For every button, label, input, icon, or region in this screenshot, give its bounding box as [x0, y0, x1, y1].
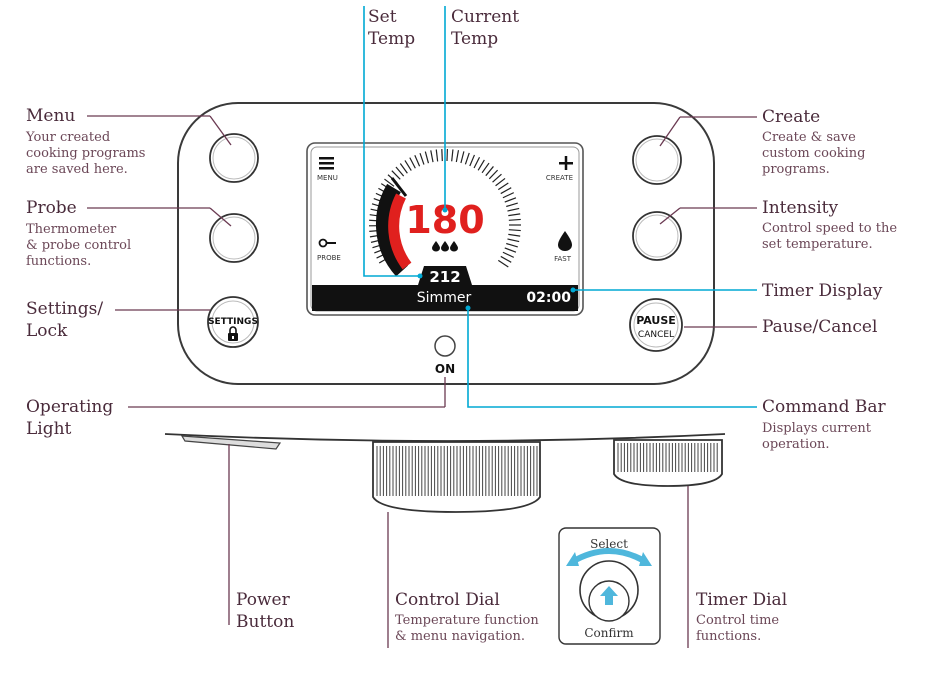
on-label: ON: [435, 362, 455, 376]
timer-dial[interactable]: [613, 439, 723, 487]
probe-button[interactable]: [209, 213, 259, 263]
menu-screen-label: MENU: [317, 174, 338, 182]
intensity-callout-title: Intensity: [762, 198, 839, 218]
rotate-arrow-icon: [570, 548, 648, 565]
pause-cancel-callout: Pause/Cancel: [762, 317, 878, 337]
set-temp-readout: 212: [429, 268, 460, 286]
intensity-callout-desc: Control speed to the set temperature.: [762, 221, 898, 252]
probe-screen-label: PROBE: [317, 254, 341, 262]
create-screen-label: CREATE: [546, 174, 573, 182]
command-bar: [312, 285, 578, 311]
press-arrow-icon: [600, 586, 618, 605]
lock-icon: [228, 326, 238, 341]
probe-callout-title: Probe: [26, 198, 77, 218]
menu-callout-title: Menu: [26, 106, 76, 126]
current-temp-callout: Current Temp: [451, 7, 520, 49]
create-button[interactable]: [632, 135, 682, 185]
heat-drops-icon: [432, 241, 458, 252]
operating-light: [434, 335, 456, 357]
fast-screen-label: FAST: [554, 255, 572, 263]
inset-confirm-label: Confirm: [584, 626, 634, 640]
timer-dial-callout-title: Timer Dial: [696, 590, 788, 610]
gauge-needle: [390, 177, 408, 197]
probe-icon: [318, 238, 336, 248]
timer-display: 02:00: [526, 290, 571, 306]
plus-icon: [559, 156, 573, 170]
timer-dial-callout-desc: Control time functions.: [696, 613, 780, 644]
set-temp-callout: Set Temp: [368, 7, 416, 49]
leader-lines: [87, 115, 757, 648]
intensity-button[interactable]: [632, 211, 682, 261]
flame-icon: [558, 231, 572, 251]
settings-button[interactable]: [207, 296, 259, 348]
probe-callout-desc: Thermometer & probe control functions.: [26, 222, 132, 269]
command-bar-callout-title: Command Bar: [762, 397, 886, 417]
accent-leader-lines: [363, 6, 757, 408]
settings-button-label: SETTINGS: [208, 317, 258, 327]
inset-select-label: Select: [590, 537, 628, 551]
command-bar-callout-desc: Displays current operation.: [762, 421, 872, 452]
set-temp-tab: [418, 266, 472, 285]
cancel-label: CANCEL: [638, 330, 674, 340]
mode-text: Simmer: [417, 290, 472, 306]
timer-display-callout: Timer Display: [762, 281, 883, 301]
power-button[interactable]: [180, 435, 282, 450]
control-dial-callout-title: Control Dial: [395, 590, 500, 610]
menu-icon: [319, 157, 334, 170]
pause-label: PAUSE: [636, 314, 676, 327]
menu-callout-desc: Your created cooking programs are saved …: [26, 130, 146, 177]
control-dial[interactable]: [372, 441, 541, 513]
create-callout-title: Create: [762, 107, 821, 127]
menu-button[interactable]: [209, 133, 259, 183]
pause-cancel-button[interactable]: [629, 298, 683, 352]
power-button-callout: Power Button: [236, 590, 295, 632]
control-dial-callout-desc: Temperature function & menu navigation.: [395, 613, 539, 644]
operating-light-callout: Operating Light: [26, 397, 114, 439]
gauge-red-arc: [388, 193, 412, 270]
gauge-dark-arc: [376, 183, 409, 277]
device-bottom-edge: [164, 433, 726, 442]
settings-callout-title: Settings/ Lock: [26, 299, 104, 341]
create-callout-desc: Create & save custom cooking programs.: [762, 130, 866, 177]
